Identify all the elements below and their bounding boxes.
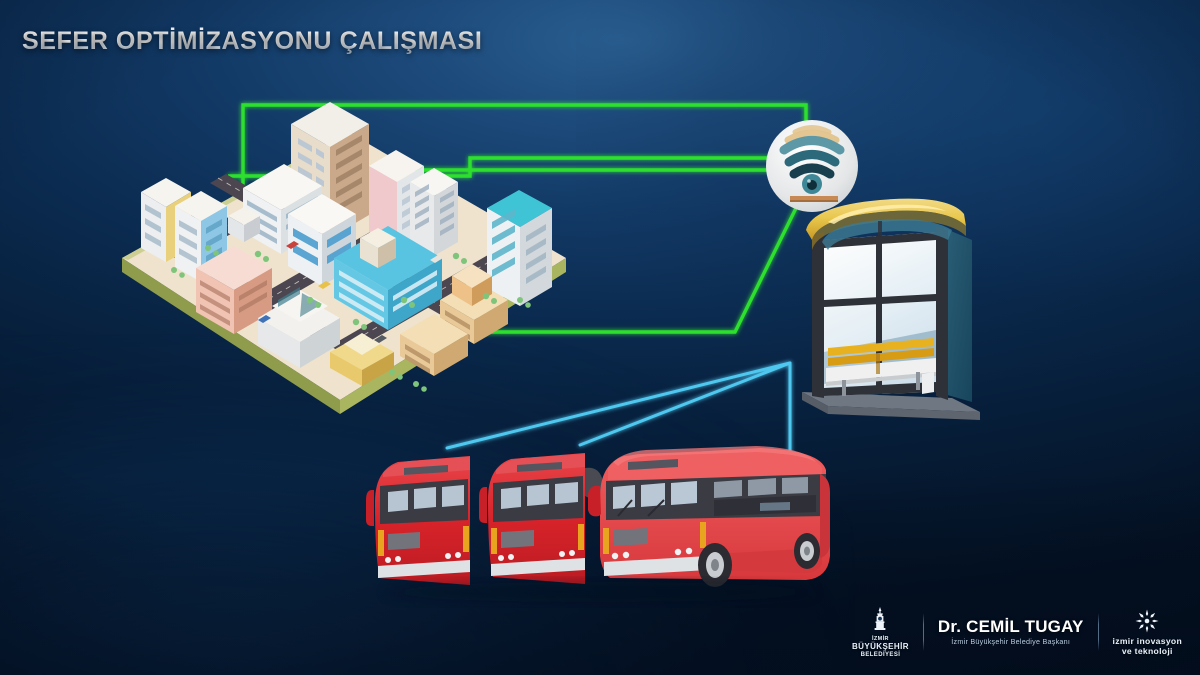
building-misc-2 (228, 207, 260, 242)
bus-wheel-front (698, 543, 732, 587)
bus-fleet (366, 446, 830, 602)
building-tower-cyan (487, 190, 552, 306)
city-vehicles (258, 241, 443, 343)
shelter-bench (826, 338, 936, 396)
snowflake-star-icon (1135, 609, 1159, 633)
bus-wheel-rear (794, 533, 820, 569)
building-misc-1 (360, 228, 396, 268)
izmir-clock-tower-icon (875, 606, 886, 630)
municipality-logo: İZMİR BÜYÜKŞEHİR BELEDİYESİ (852, 601, 909, 663)
bus-rear-left (366, 456, 470, 585)
innovation-line2: ve teknoloji (1121, 645, 1173, 656)
innovation-logo: izmir inovasyon ve teknoloji (1113, 601, 1182, 663)
footer-logo-bar: İZMİR BÜYÜKŞEHİR BELEDİYESİ Dr. CEMİL TU… (852, 601, 1182, 663)
building-tower-white-back (410, 168, 458, 256)
building-yellow-low (330, 333, 394, 386)
wifi-signal-node (766, 120, 858, 212)
mayor-role: İzmir Büyükşehir Belediye Başkanı (951, 637, 1071, 647)
building-orange-small (452, 264, 492, 306)
city-trees (171, 245, 531, 392)
bus-front (588, 446, 830, 587)
municipality-line2: BÜYÜKŞEHİR (852, 641, 909, 651)
mayor-name: Dr. CEMİL TUGAY (937, 616, 1084, 636)
page-title: SEFER OPTİMİZASYONU ÇALIŞMASI (22, 27, 483, 55)
bus-shelter (802, 198, 980, 420)
mayor-block: Dr. CEMİL TUGAY İzmir Büyükşehir Belediy… (938, 601, 1084, 663)
footer-divider-2 (1097, 613, 1099, 651)
building-complex-white (258, 287, 340, 368)
bus-middle (479, 453, 602, 584)
footer-divider-1 (922, 613, 924, 651)
innovation-line1: izmir inovasyon (1112, 635, 1182, 646)
isometric-city-block (122, 102, 566, 414)
building-tan-low-2 (400, 314, 468, 376)
municipality-line1: İZMİR (871, 635, 889, 642)
municipality-line3: BELEDİYESİ (860, 651, 901, 658)
